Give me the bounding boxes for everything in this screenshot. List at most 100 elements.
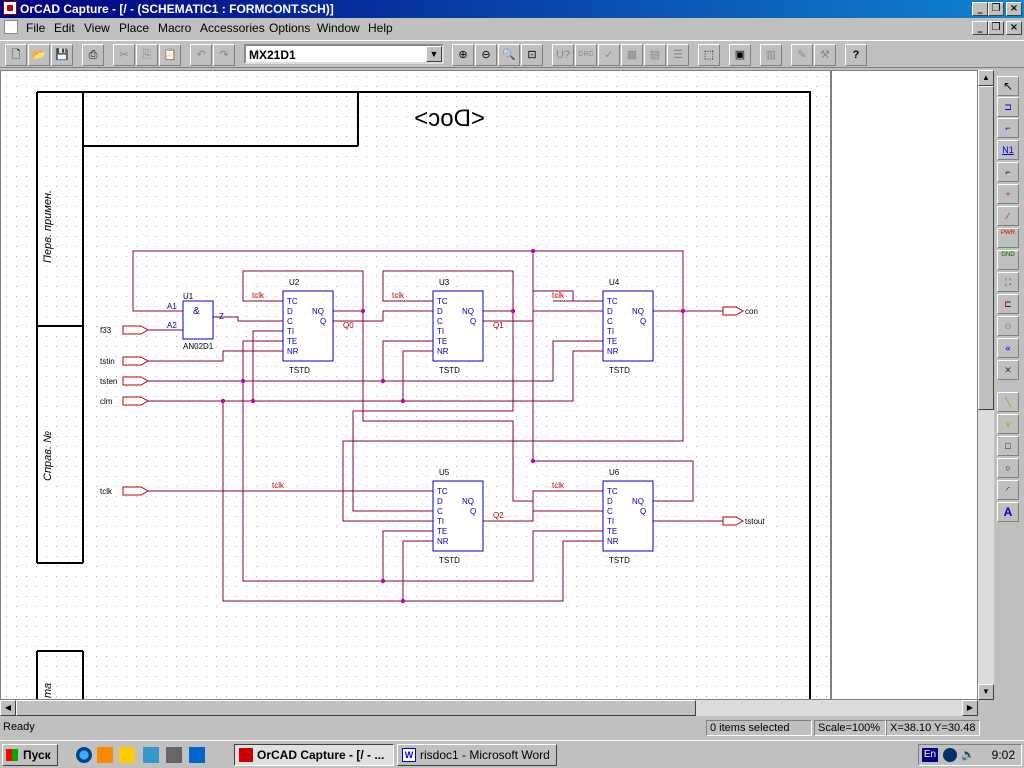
place-pin-icon[interactable]: ⊖ xyxy=(997,316,1019,336)
select-tool-icon[interactable]: ↖ xyxy=(997,76,1019,96)
check-icon[interactable]: ✓ xyxy=(598,44,620,66)
help-icon[interactable]: ? xyxy=(845,44,867,66)
place-port-icon[interactable]: ⊏ xyxy=(997,294,1019,314)
volume-icon[interactable]: 🔈 xyxy=(961,749,975,761)
menu-place[interactable]: Place xyxy=(119,21,150,35)
zoom-area-icon[interactable]: 🔍 xyxy=(498,44,520,66)
menu-window[interactable]: Window xyxy=(317,21,360,35)
netlist-icon[interactable]: ▤ xyxy=(644,44,666,66)
media-icon[interactable] xyxy=(97,747,113,763)
place-net-alias-icon[interactable]: N1 xyxy=(997,140,1019,160)
place-polyline-icon[interactable]: ⋎ xyxy=(997,414,1019,434)
properties-icon[interactable]: ✎ xyxy=(791,44,813,66)
scroll-up-button[interactable]: ▲ xyxy=(978,70,994,86)
horizontal-scrollbar[interactable]: ◀ ▶ xyxy=(0,700,978,716)
tools-icon[interactable]: ⚒ xyxy=(814,44,836,66)
print-icon[interactable]: ⎙ xyxy=(82,44,104,66)
tray-app-icon[interactable] xyxy=(943,748,957,762)
horizontal-scroll-thumb[interactable] xyxy=(16,700,696,716)
doc-restore-button[interactable]: ❐ xyxy=(988,21,1004,35)
place-ground-icon[interactable]: GND xyxy=(997,250,1019,270)
part-icon[interactable]: ▣ xyxy=(729,44,751,66)
place-bus-entry-icon[interactable]: ∕ xyxy=(997,206,1019,226)
menu-help[interactable]: Help xyxy=(368,21,393,35)
place-bus-icon[interactable]: ⌐ xyxy=(997,162,1019,182)
place-rectangle-icon[interactable]: □ xyxy=(997,436,1019,456)
place-part-icon[interactable]: ⊐ xyxy=(997,97,1019,117)
port-clm[interactable]: clm xyxy=(100,396,150,406)
restore-button[interactable]: ❐ xyxy=(988,2,1004,16)
scroll-down-button[interactable]: ▼ xyxy=(978,684,994,700)
place-hierarchical-block-icon[interactable]: ⛶ xyxy=(997,272,1019,292)
port-tclk[interactable]: tclk xyxy=(100,486,150,496)
start-button[interactable]: Пуск xyxy=(2,744,58,766)
document-icon[interactable] xyxy=(4,20,18,34)
place-arc-icon[interactable]: ◜ xyxy=(997,480,1019,500)
port-tstout[interactable]: tstout xyxy=(722,516,765,526)
place-power-icon[interactable]: PWR xyxy=(997,228,1019,248)
schematic-svg[interactable]: <Doc> Перв. примен. Справ. № та xyxy=(1,71,977,699)
part-u1[interactable]: U1 & AN02D1 A1 A2 Z xyxy=(167,292,224,351)
port-f33[interactable]: f33 xyxy=(100,325,150,335)
ie-icon[interactable] xyxy=(76,747,92,763)
cut-icon[interactable]: ✂ xyxy=(113,44,135,66)
doc-close-button[interactable]: × xyxy=(1006,21,1022,35)
place-junction-icon[interactable]: + xyxy=(997,184,1019,204)
cross-ref-icon[interactable]: ▦ xyxy=(621,44,643,66)
app-icon[interactable] xyxy=(189,747,205,763)
select-icon[interactable]: ⬚ xyxy=(698,44,720,66)
menu-accessories[interactable]: Accessories xyxy=(200,21,265,35)
copy-icon[interactable]: ⎘ xyxy=(136,44,158,66)
place-ellipse-icon[interactable]: ○ xyxy=(997,458,1019,478)
redo-icon[interactable]: ↷ xyxy=(213,44,235,66)
menu-edit[interactable]: Edit xyxy=(54,21,75,35)
desktop-icon[interactable] xyxy=(166,747,182,763)
network-icon[interactable] xyxy=(143,747,159,763)
doc-minimize-button[interactable]: _ xyxy=(972,21,988,35)
zoom-in-icon[interactable]: ⊕ xyxy=(452,44,474,66)
part-combo[interactable]: MX21D1 ▼ xyxy=(244,44,444,64)
vertical-scrollbar[interactable]: ▲ ▼ xyxy=(978,70,994,700)
vertical-scroll-thumb[interactable] xyxy=(978,86,994,410)
place-line-icon[interactable]: ╲ xyxy=(997,392,1019,412)
scroll-left-button[interactable]: ◀ xyxy=(0,700,16,716)
menu-macro[interactable]: Macro xyxy=(158,21,192,35)
drc-icon[interactable]: DRC xyxy=(575,44,597,66)
zoom-all-icon[interactable]: ⊡ xyxy=(521,44,543,66)
folder-icon[interactable] xyxy=(119,747,135,763)
chevron-down-icon[interactable]: ▼ xyxy=(426,46,442,62)
place-offpage-icon[interactable]: « xyxy=(997,338,1019,358)
place-wire-icon[interactable]: ⌐ xyxy=(997,118,1019,138)
minimize-button[interactable]: _ xyxy=(972,2,988,16)
task-word[interactable]: W risdoc1 - Microsoft Word xyxy=(397,744,557,766)
part-value: TSTD xyxy=(609,556,630,565)
library-icon[interactable]: ▥ xyxy=(760,44,782,66)
annotate-icon[interactable]: U? xyxy=(552,44,574,66)
port-tsten[interactable]: tsten xyxy=(100,376,150,386)
menu-file[interactable]: File xyxy=(26,21,46,35)
menu-view[interactable]: View xyxy=(84,21,110,35)
open-icon[interactable]: 📂 xyxy=(28,44,50,66)
zoom-out-icon[interactable]: ⊖ xyxy=(475,44,497,66)
scroll-right-button[interactable]: ▶ xyxy=(962,700,978,716)
language-indicator[interactable]: En xyxy=(922,748,938,762)
port-con[interactable]: con xyxy=(722,306,758,316)
schematic-canvas[interactable]: <Doc> Перв. примен. Справ. № та xyxy=(0,70,978,700)
orcad-app-icon[interactable] xyxy=(3,1,17,15)
paste-icon[interactable]: 📋 xyxy=(159,44,181,66)
place-text-icon[interactable]: A xyxy=(997,502,1019,522)
port-tstin[interactable]: tstin xyxy=(100,356,150,366)
new-icon[interactable]: 🗋 xyxy=(5,44,27,66)
menu-options[interactable]: Options xyxy=(269,21,311,35)
task-orcad[interactable]: OrCAD Capture - [/ - ... xyxy=(234,744,394,766)
close-button[interactable]: × xyxy=(1006,2,1022,16)
save-icon[interactable]: 💾 xyxy=(51,44,73,66)
undo-icon[interactable]: ↶ xyxy=(190,44,212,66)
place-no-connect-icon[interactable]: ✕ xyxy=(997,360,1019,380)
bom-icon[interactable]: ☰ xyxy=(667,44,689,66)
